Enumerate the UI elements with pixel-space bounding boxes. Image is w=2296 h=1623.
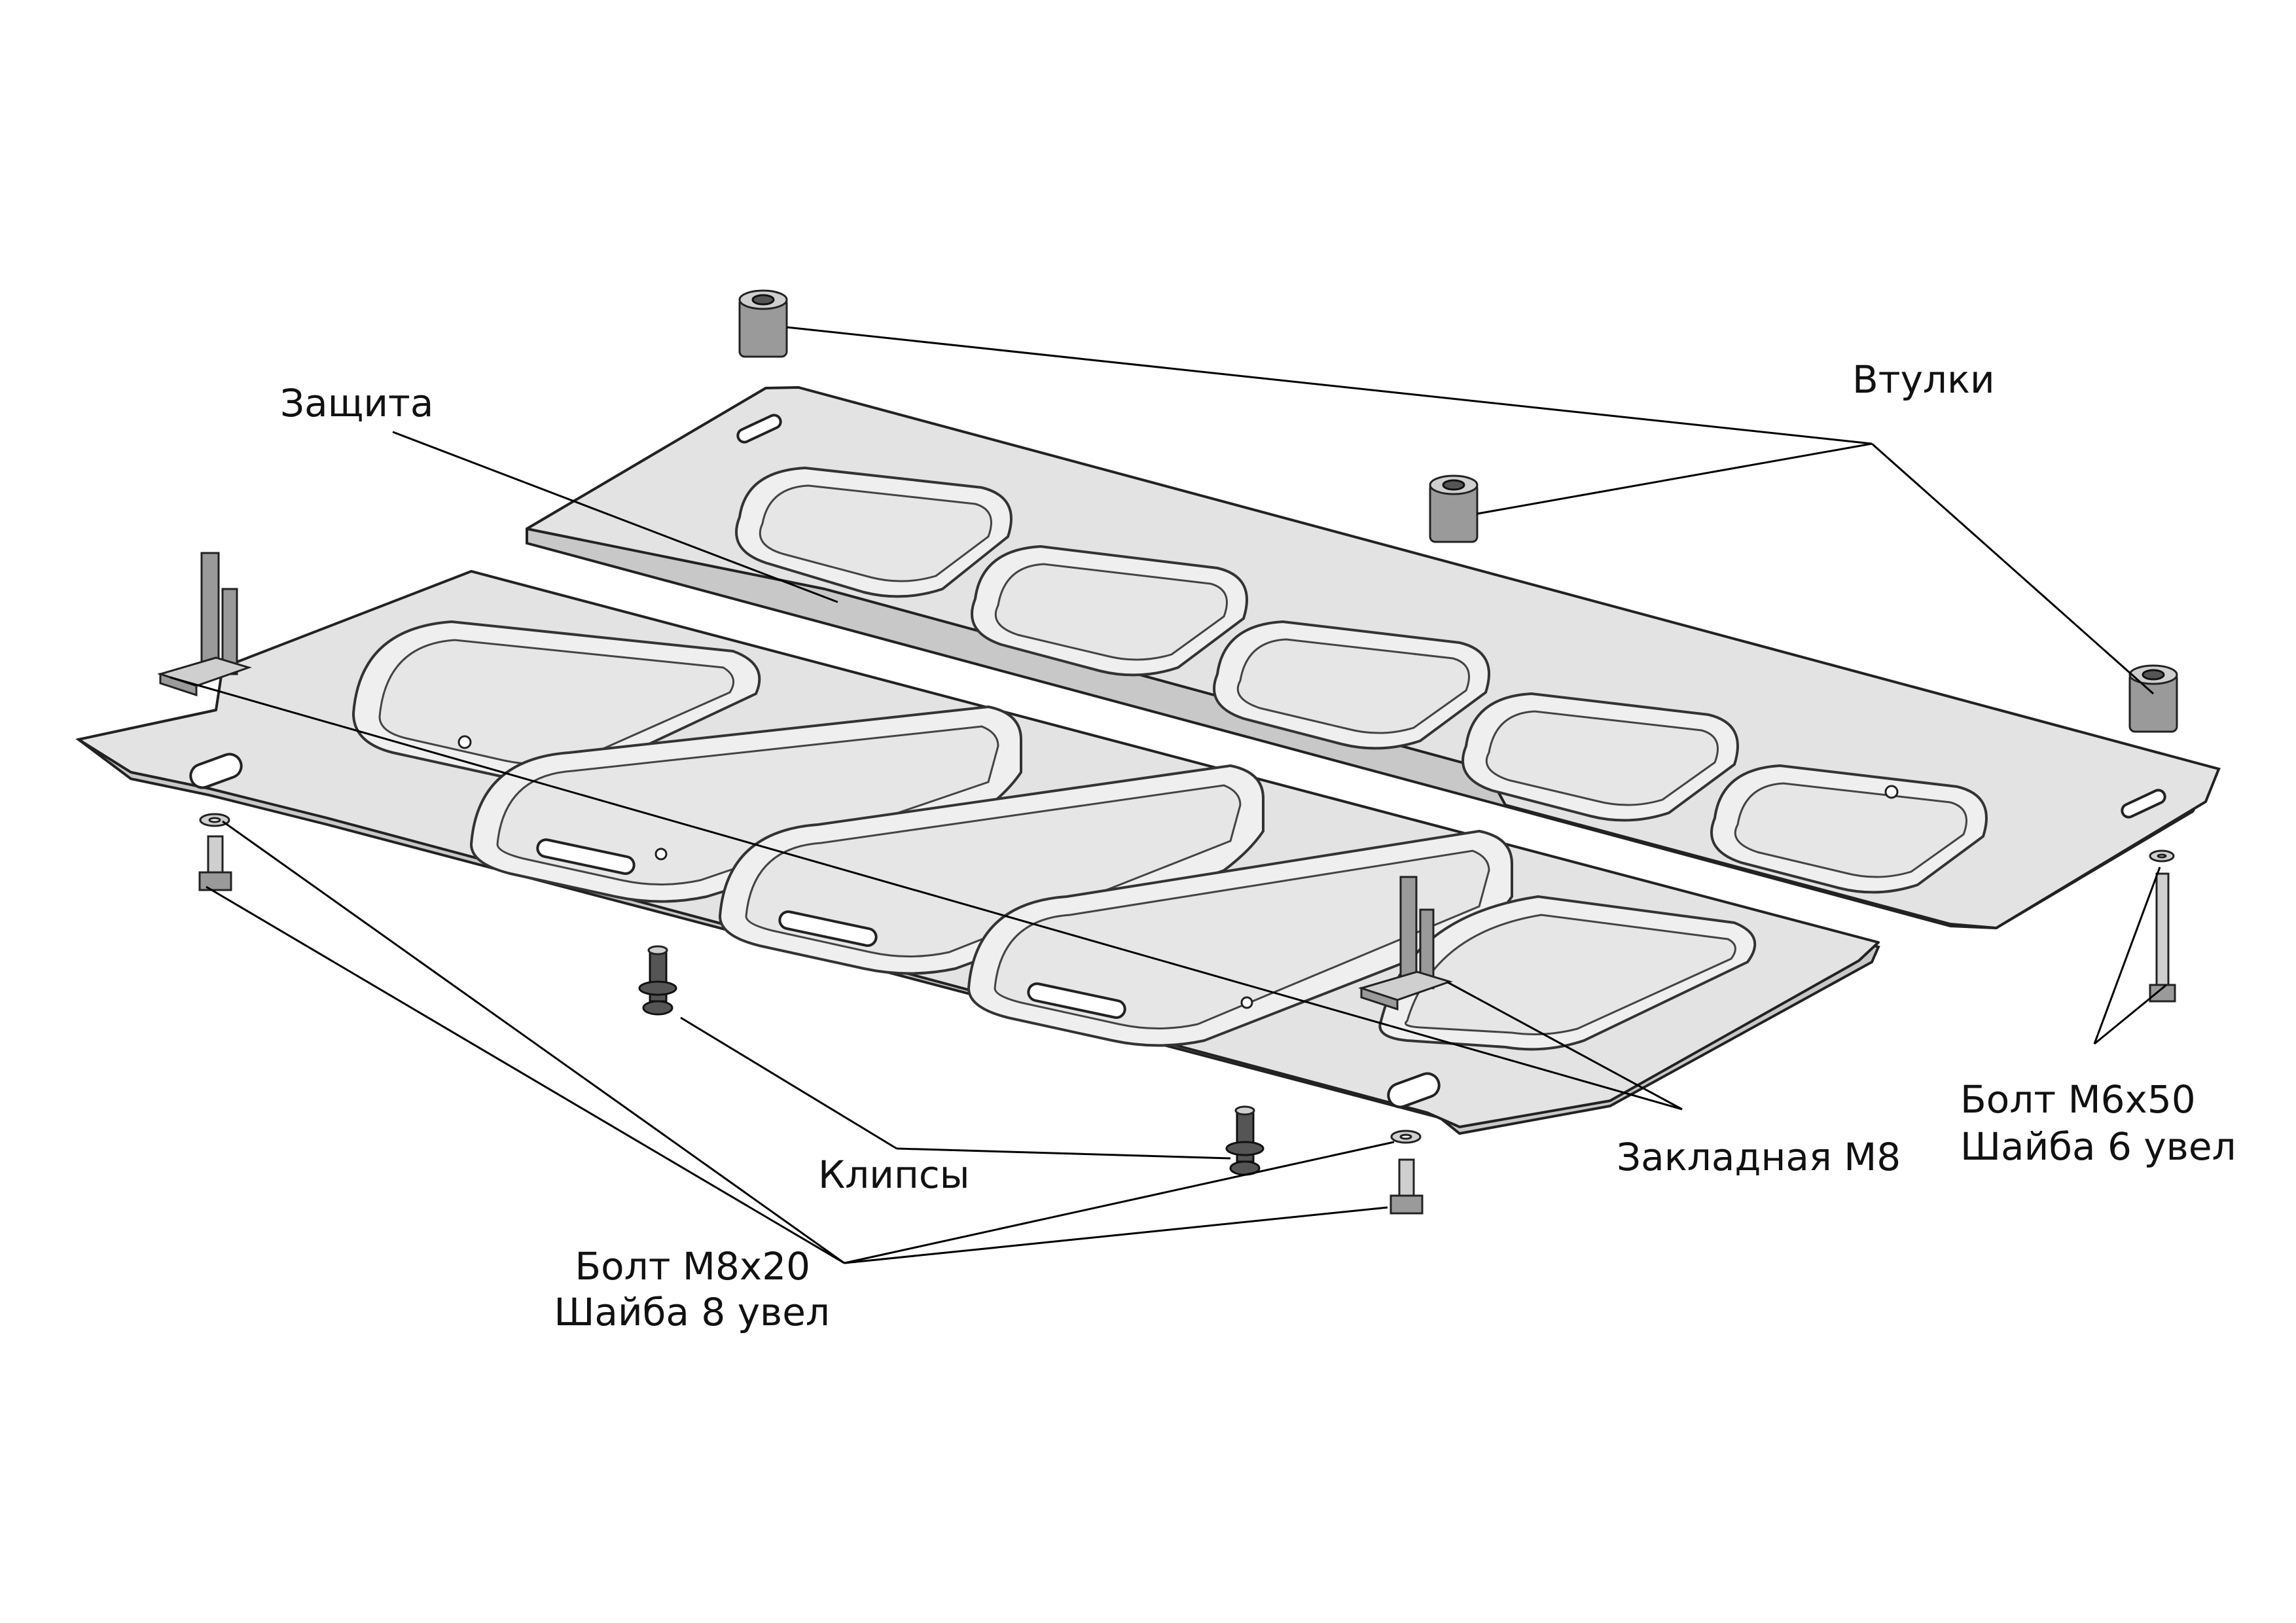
embedded-nut-plates (156, 552, 1453, 1011)
bolt-m6 (2149, 849, 2176, 1003)
leader-lines (170, 326, 2167, 1264)
washer-m8-left (199, 813, 230, 827)
label-shield: Защита (280, 381, 433, 425)
label-bolt-m8-line2: Шайба 8 увел (554, 1290, 830, 1334)
callout-labels: Защита Втулки Клипсы Закладная М8 Болт М… (280, 357, 2236, 1334)
label-clips: Клипсы (818, 1152, 970, 1197)
bushing-3 (2128, 664, 2178, 733)
label-bolt-m8-line1: Болт М8х20 (575, 1244, 810, 1289)
label-bushings: Втулки (1852, 357, 1995, 402)
clips (638, 945, 1265, 1176)
skid-plate (75, 386, 2221, 1135)
embedded-nut-right (1357, 876, 1453, 1011)
bushings (738, 289, 2178, 733)
embedded-nut-left (156, 552, 252, 697)
label-bolt-m6-line2: Шайба 6 увел (1960, 1124, 2236, 1169)
clip-1 (638, 945, 677, 1016)
bolt-m8-left (198, 835, 232, 891)
clip-2 (1225, 1105, 1265, 1176)
label-embedded: Закладная М8 (1617, 1135, 1901, 1179)
label-bolt-m6-line1: Болт М6х50 (1960, 1077, 2196, 1122)
bolts-m8 (198, 813, 1424, 1215)
bolt-m6-50 (2149, 872, 2176, 1003)
bolt-m8-right (1390, 1158, 1424, 1215)
washer-m6 (2149, 849, 2175, 863)
bushing-2 (1429, 474, 1479, 543)
bushing-1 (738, 289, 788, 358)
rear-windows (735, 466, 1988, 894)
washer-m8-right (1390, 1130, 1422, 1144)
